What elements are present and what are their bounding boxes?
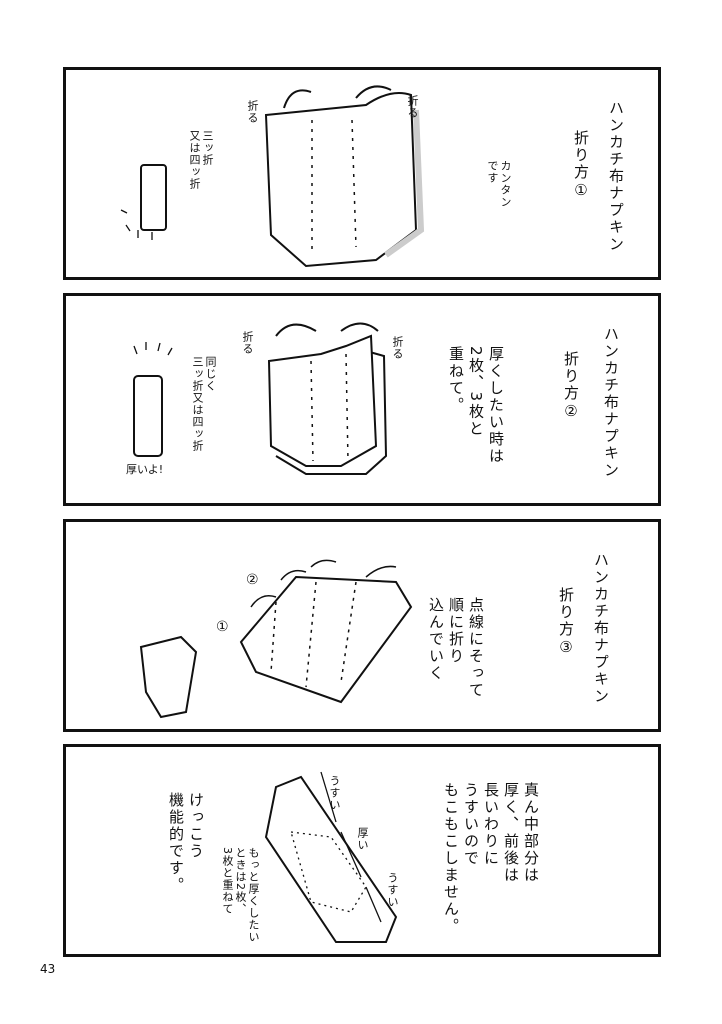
side-note: 同じく 三ッ折又は四ッ折: [191, 356, 217, 452]
note-text: 点線にそって 順に折り 込んでいく: [427, 597, 485, 699]
fold-label-left: 折る: [241, 331, 254, 355]
note-text: 厚くしたい時は 2枚、3枚と 重ねて。: [447, 346, 505, 465]
panel-1: ハンカチ布ナプキン 折り方① カンタン です 折る 折る 三ッ折 又は四ッ折: [63, 67, 661, 280]
panel-3: ハンカチ布ナプキン 折り方③ 点線にそって 順に折り 込んでいく ① ②: [63, 519, 661, 732]
step-1-label: ①: [216, 619, 229, 635]
layered-napkin-illustration: [133, 322, 388, 475]
panel-title: ハンカチ布ナプキン: [602, 326, 620, 479]
panel-title: ハンカチ布ナプキン: [592, 552, 610, 705]
method-label: 折り方①: [572, 130, 590, 201]
method-label: 折り方②: [562, 351, 580, 422]
folded-napkin-diagonal-illustration: [264, 771, 398, 943]
exclaim-text: 厚いよ!: [126, 463, 164, 476]
panel-2: ハンカチ布ナプキン 折り方② 厚くしたい時は 2枚、3枚と 重ねて。 折る 折る…: [63, 293, 661, 506]
fold-label-right: 折る: [391, 336, 404, 360]
method-label: 折り方③: [557, 587, 575, 658]
small-note: もっと厚くしたい ときは2枚、 3枚と重ねて: [221, 847, 260, 943]
label-thick: 厚い: [356, 827, 369, 851]
side-note: けっこう 機能的です。: [167, 792, 205, 894]
page-number: 43: [40, 962, 56, 976]
label-thin-top: うすい: [328, 775, 341, 811]
label-thin-bottom: うすい: [386, 872, 399, 908]
folded-napkin-illustration: [120, 85, 425, 268]
step-2-label: ②: [246, 572, 259, 588]
note-text: カンタン です: [486, 160, 512, 208]
panel-4: 真ん中部分は 厚く、前後は 長いわりに うすいので もこもこしません。 うすい …: [63, 744, 661, 957]
fold-label-left: 折る: [246, 100, 259, 124]
note-text: 真ん中部分は 厚く、前後は 長いわりに うすいので もこもこしません。: [442, 782, 540, 935]
side-note: 三ッ折 又は四ッ折: [188, 130, 214, 190]
diagonal-fold-illustration: [139, 559, 413, 719]
panel-title: ハンカチ布ナプキン: [607, 100, 625, 253]
fold-label-right: 折る: [406, 95, 419, 119]
